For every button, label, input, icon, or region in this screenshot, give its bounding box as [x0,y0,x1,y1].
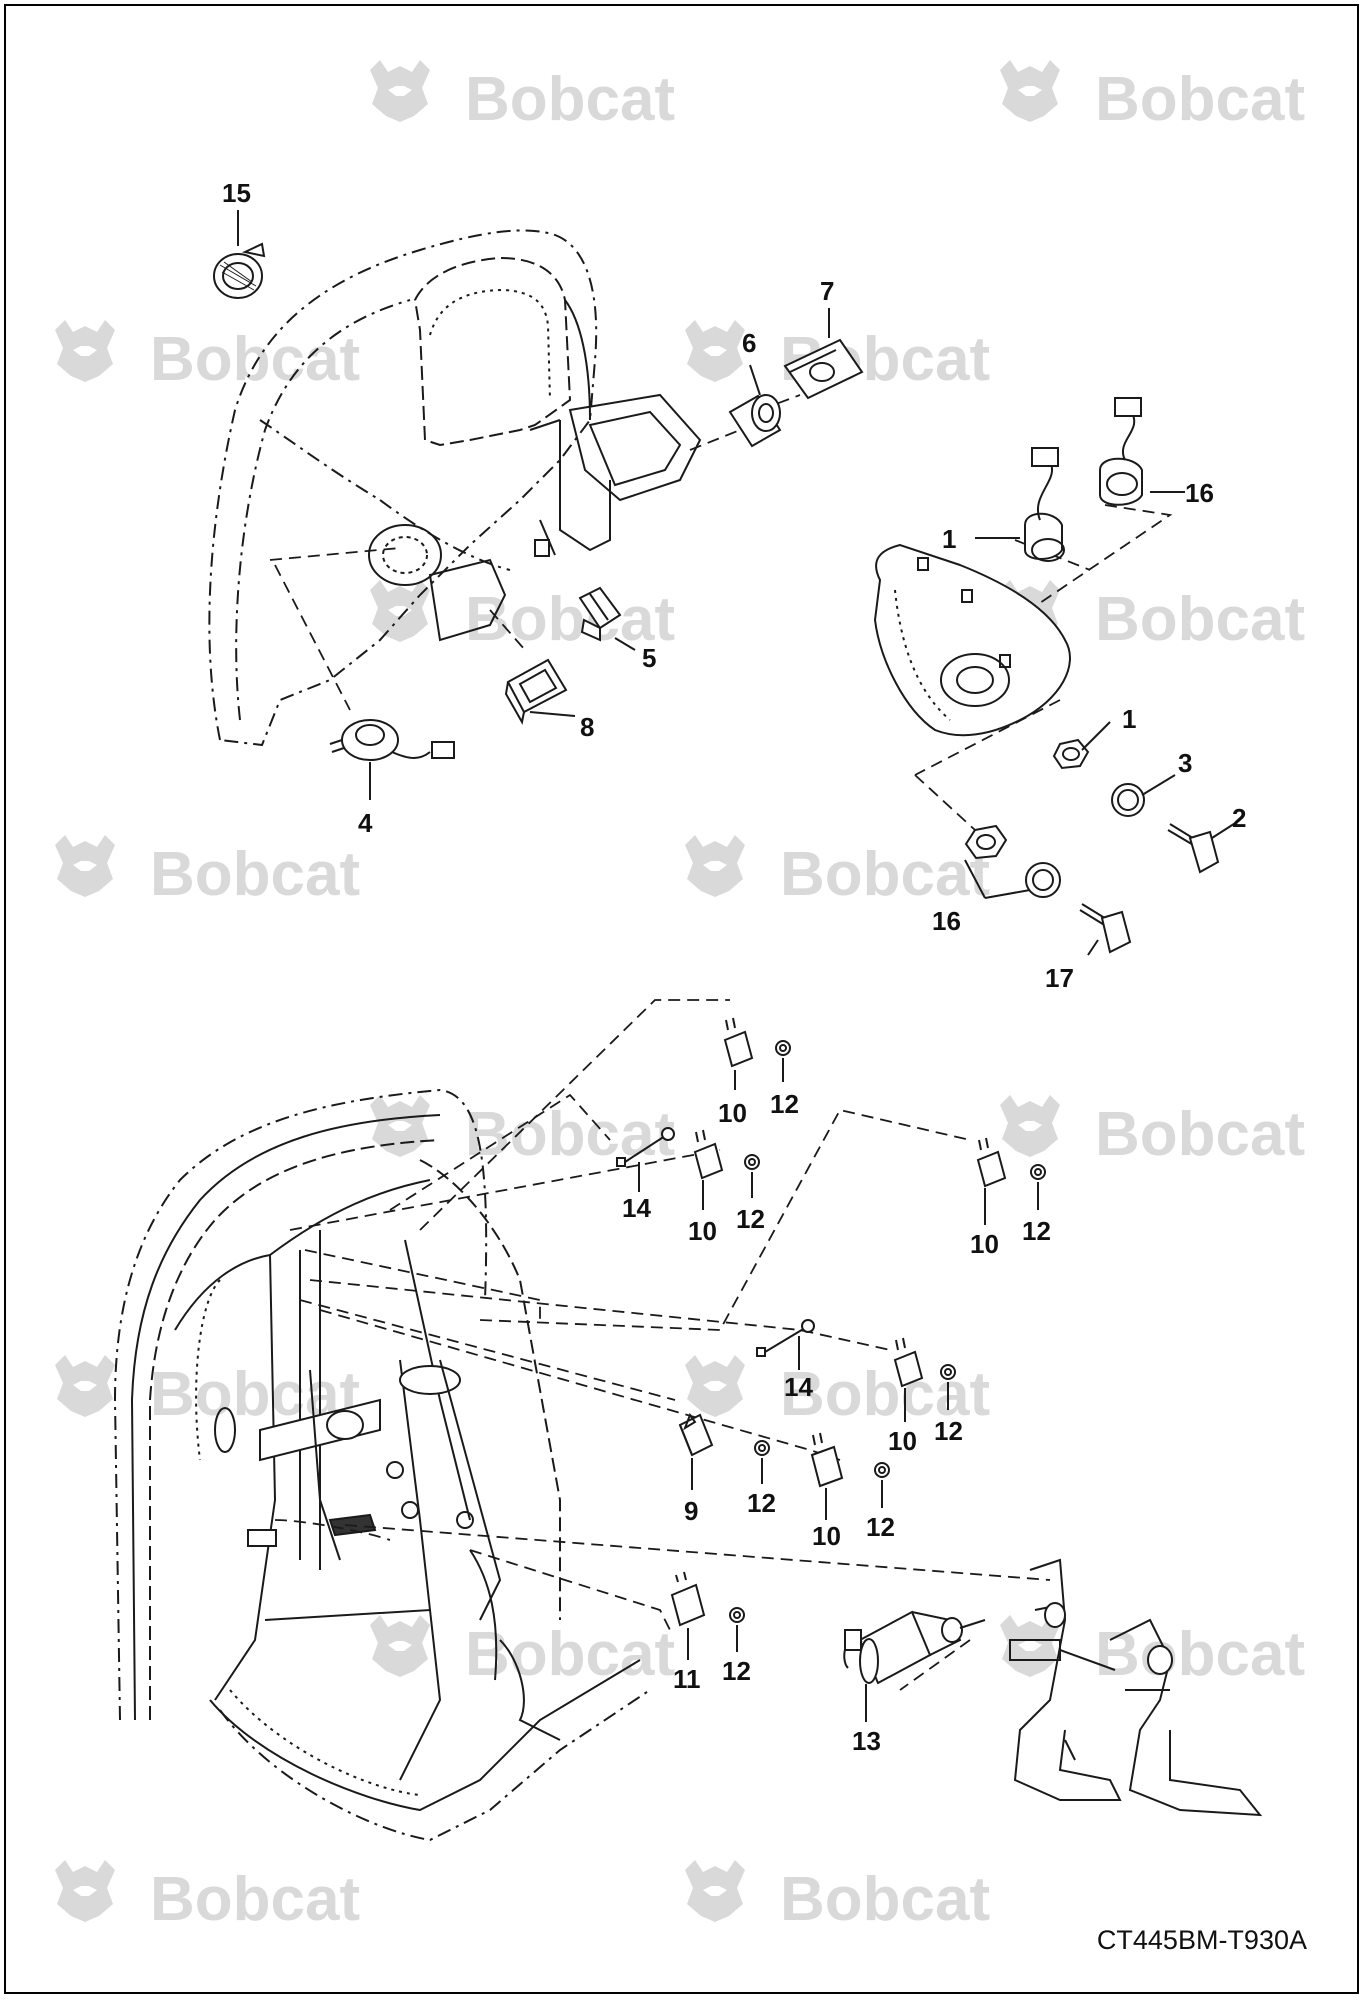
callout-labels: 15 7 6 1 16 5 8 4 1 3 2 16 17 10 12 14 1… [222,178,1246,1756]
callout-label: 3 [1178,748,1192,778]
hose-clamp-part-15 [213,242,266,299]
svg-text:Bobcat: Bobcat [1095,65,1305,134]
callout-label: 12 [736,1204,765,1234]
callout-label: 10 [970,1229,999,1259]
relay-part-11 [670,1571,706,1627]
callout-label: 7 [820,276,834,306]
nut-part-12 [940,1364,956,1380]
ignition-switch-part-4 [329,719,455,761]
watermark: Bobcat [370,60,675,134]
watermark: Bobcat [370,580,675,654]
callout-label: 12 [934,1416,963,1446]
svg-text:Bobcat: Bobcat [1095,585,1305,654]
watermark: Bobcat [55,1860,360,1934]
solenoid-part-13 [843,1610,986,1685]
dashboard-console [208,229,702,747]
svg-text:Bobcat: Bobcat [465,1100,675,1169]
side-cover-panel [873,543,1071,737]
socket-part-6 [728,394,782,448]
callout-label: 10 [718,1098,747,1128]
callout-label: 10 [688,1216,717,1246]
callout-label: 1 [942,524,956,554]
relay-part-10 [810,1432,844,1488]
nut-part-1-lower [1052,738,1090,770]
relay-part-10 [893,1337,924,1388]
operator-frame [113,1088,651,1842]
callout-label: 6 [742,328,756,358]
watermark: Bobcat [1000,1615,1305,1689]
svg-text:Bobcat: Bobcat [780,840,990,909]
callout-label: 16 [932,906,961,936]
watermark: Bobcat [370,1095,675,1169]
callout-label: 5 [642,643,656,673]
switch-part-5 [578,586,622,642]
callout-label: 12 [722,1656,751,1686]
key-part-2 [1167,823,1220,874]
nut-part-12 [775,1040,791,1056]
nut-part-12 [729,1607,745,1623]
callout-label: 12 [747,1488,776,1518]
switch-bezel-part-8 [504,658,568,725]
callout-label: 10 [812,1521,841,1551]
callout-label: 4 [358,808,373,838]
callout-label: 8 [580,712,594,742]
watermark: Bobcat [1000,60,1305,134]
callout-label: 13 [852,1726,881,1756]
nut-part-12 [744,1154,760,1170]
svg-text:Bobcat: Bobcat [150,1865,360,1934]
watermark: Bobcat [55,320,360,394]
callout-label: 12 [866,1512,895,1542]
callout-label: 9 [684,1496,698,1526]
watermark: Bobcat [55,835,360,909]
bottom-leader-lines [274,999,1051,1691]
callout-label: 12 [770,1089,799,1119]
watermark: Bobcat [1000,1095,1305,1169]
drawing-code: CT445BM-T930A [1096,1925,1307,1955]
svg-text:Bobcat: Bobcat [780,1865,990,1934]
watermark-layer: Bobcat Bobcat Bobcat Bobcat Bobcat Bobca… [55,60,1305,1934]
svg-text:Bobcat: Bobcat [465,585,675,654]
watermark: Bobcat [685,835,990,909]
callout-label: 14 [622,1193,651,1223]
svg-text:Bobcat: Bobcat [1095,1620,1305,1689]
watermark: Bobcat [685,1860,990,1934]
pedal-assembly [1009,1558,1263,1817]
nut-part-12 [754,1440,770,1456]
screw-part-14 [756,1319,815,1357]
spacer-part-3 [1111,783,1145,817]
svg-text:Bobcat: Bobcat [465,1620,675,1689]
relay-part-10 [693,1129,724,1180]
callout-label: 15 [222,178,251,208]
watermark: Bobcat [370,1615,675,1689]
relay-part-10 [976,1137,1007,1188]
spacer-part-16-lower [1025,862,1061,898]
nut-part-12 [1030,1164,1046,1180]
callout-label: 2 [1232,803,1246,833]
watermark: Bobcat [1000,580,1305,654]
callout-label: 16 [1185,478,1214,508]
callout-ticks [237,210,1241,1722]
diagram-frame [4,4,1359,1994]
flasher-part-9 [678,1412,714,1457]
relay-part-10 [723,1017,754,1068]
svg-text:Bobcat: Bobcat [150,840,360,909]
nut-part-12 [874,1462,890,1478]
lens-plate-part-7 [783,338,864,400]
key-switch-part-1-upper [1024,447,1065,562]
callout-label: 14 [784,1372,813,1402]
key-switch-part-16-upper [1099,397,1143,506]
svg-text:Bobcat: Bobcat [1095,1100,1305,1169]
svg-text:Bobcat: Bobcat [150,325,360,394]
callout-label: 12 [1022,1216,1051,1246]
callout-label: 11 [673,1664,701,1694]
key-part-17 [1079,903,1132,954]
callout-label: 17 [1045,963,1074,993]
callout-label: 10 [888,1426,917,1456]
callout-label: 1 [1122,704,1136,734]
screw-part-14 [616,1127,675,1167]
nut-part-16-lower [964,824,1008,860]
svg-text:Bobcat: Bobcat [465,65,675,134]
